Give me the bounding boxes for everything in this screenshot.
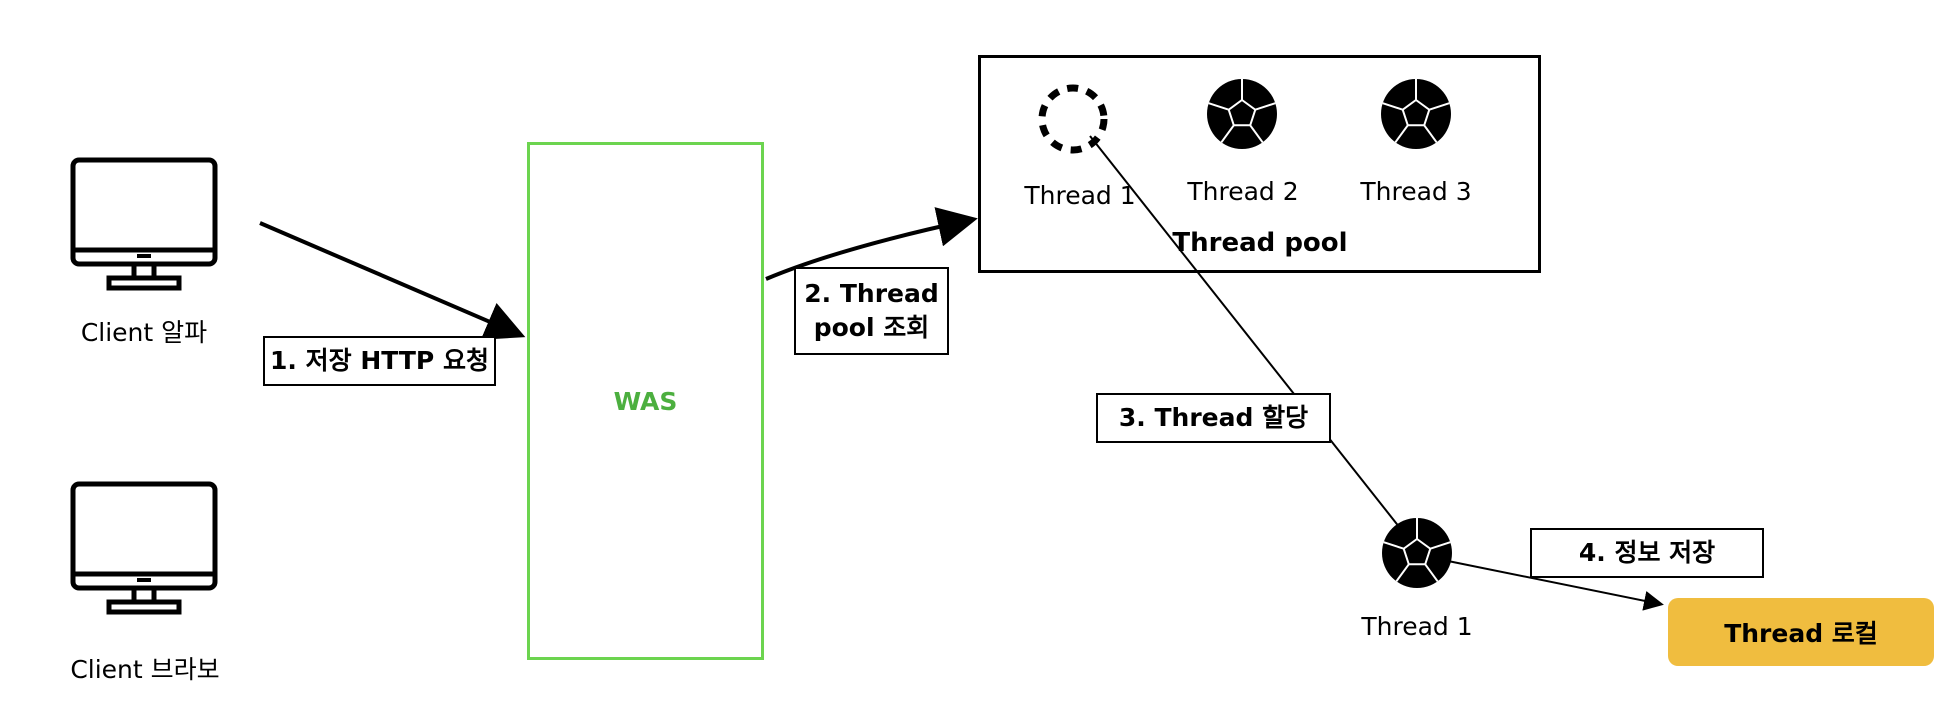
step3-label-box: 3. Thread 할당 xyxy=(1096,393,1331,443)
step2-label-line1: 2. Thread xyxy=(804,279,939,309)
thread-pool-box xyxy=(978,55,1541,273)
client-bravo-monitor-icon xyxy=(73,484,215,612)
thread-local-label: Thread 로컬 xyxy=(1724,619,1878,648)
step1-label: 1. 저장 HTTP 요청 xyxy=(270,346,489,376)
step2-label-line2: pool 조회 xyxy=(813,313,930,342)
thread-pool-thread1-label: Thread 1 xyxy=(1024,181,1136,210)
step3-label: 3. Thread 할당 xyxy=(1118,403,1309,433)
client-alpha-monitor-icon xyxy=(73,160,215,288)
thread-local-box: Thread 로컬 xyxy=(1668,598,1934,666)
store-info-arrow xyxy=(1447,560,1664,611)
pool-lookup-arrow xyxy=(765,207,978,281)
step4-label-box: 4. 정보 저장 xyxy=(1530,528,1764,578)
assign-thread-line xyxy=(1089,135,1401,529)
step2-label-box: 2. Thread pool 조회 xyxy=(794,267,949,355)
thread-pool-thread2-label: Thread 2 xyxy=(1187,177,1299,206)
assigned-thread-dodecahedron-icon xyxy=(1381,517,1453,589)
was-box: WAS xyxy=(527,142,764,660)
request-arrow xyxy=(259,221,526,340)
thread1-empty-slot-icon xyxy=(1038,84,1108,154)
thread-pool-thread3-label: Thread 3 xyxy=(1360,177,1472,206)
client-bravo-label: Client 브라보 xyxy=(70,655,220,684)
thread-pool-title: Thread pool xyxy=(1172,228,1348,258)
client-alpha-label: Client 알파 xyxy=(80,318,208,347)
was-label: WAS xyxy=(613,386,678,416)
step4-label: 4. 정보 저장 xyxy=(1578,538,1716,568)
step1-label-box: 1. 저장 HTTP 요청 xyxy=(263,336,496,386)
assigned-thread-label: Thread 1 xyxy=(1361,612,1473,641)
